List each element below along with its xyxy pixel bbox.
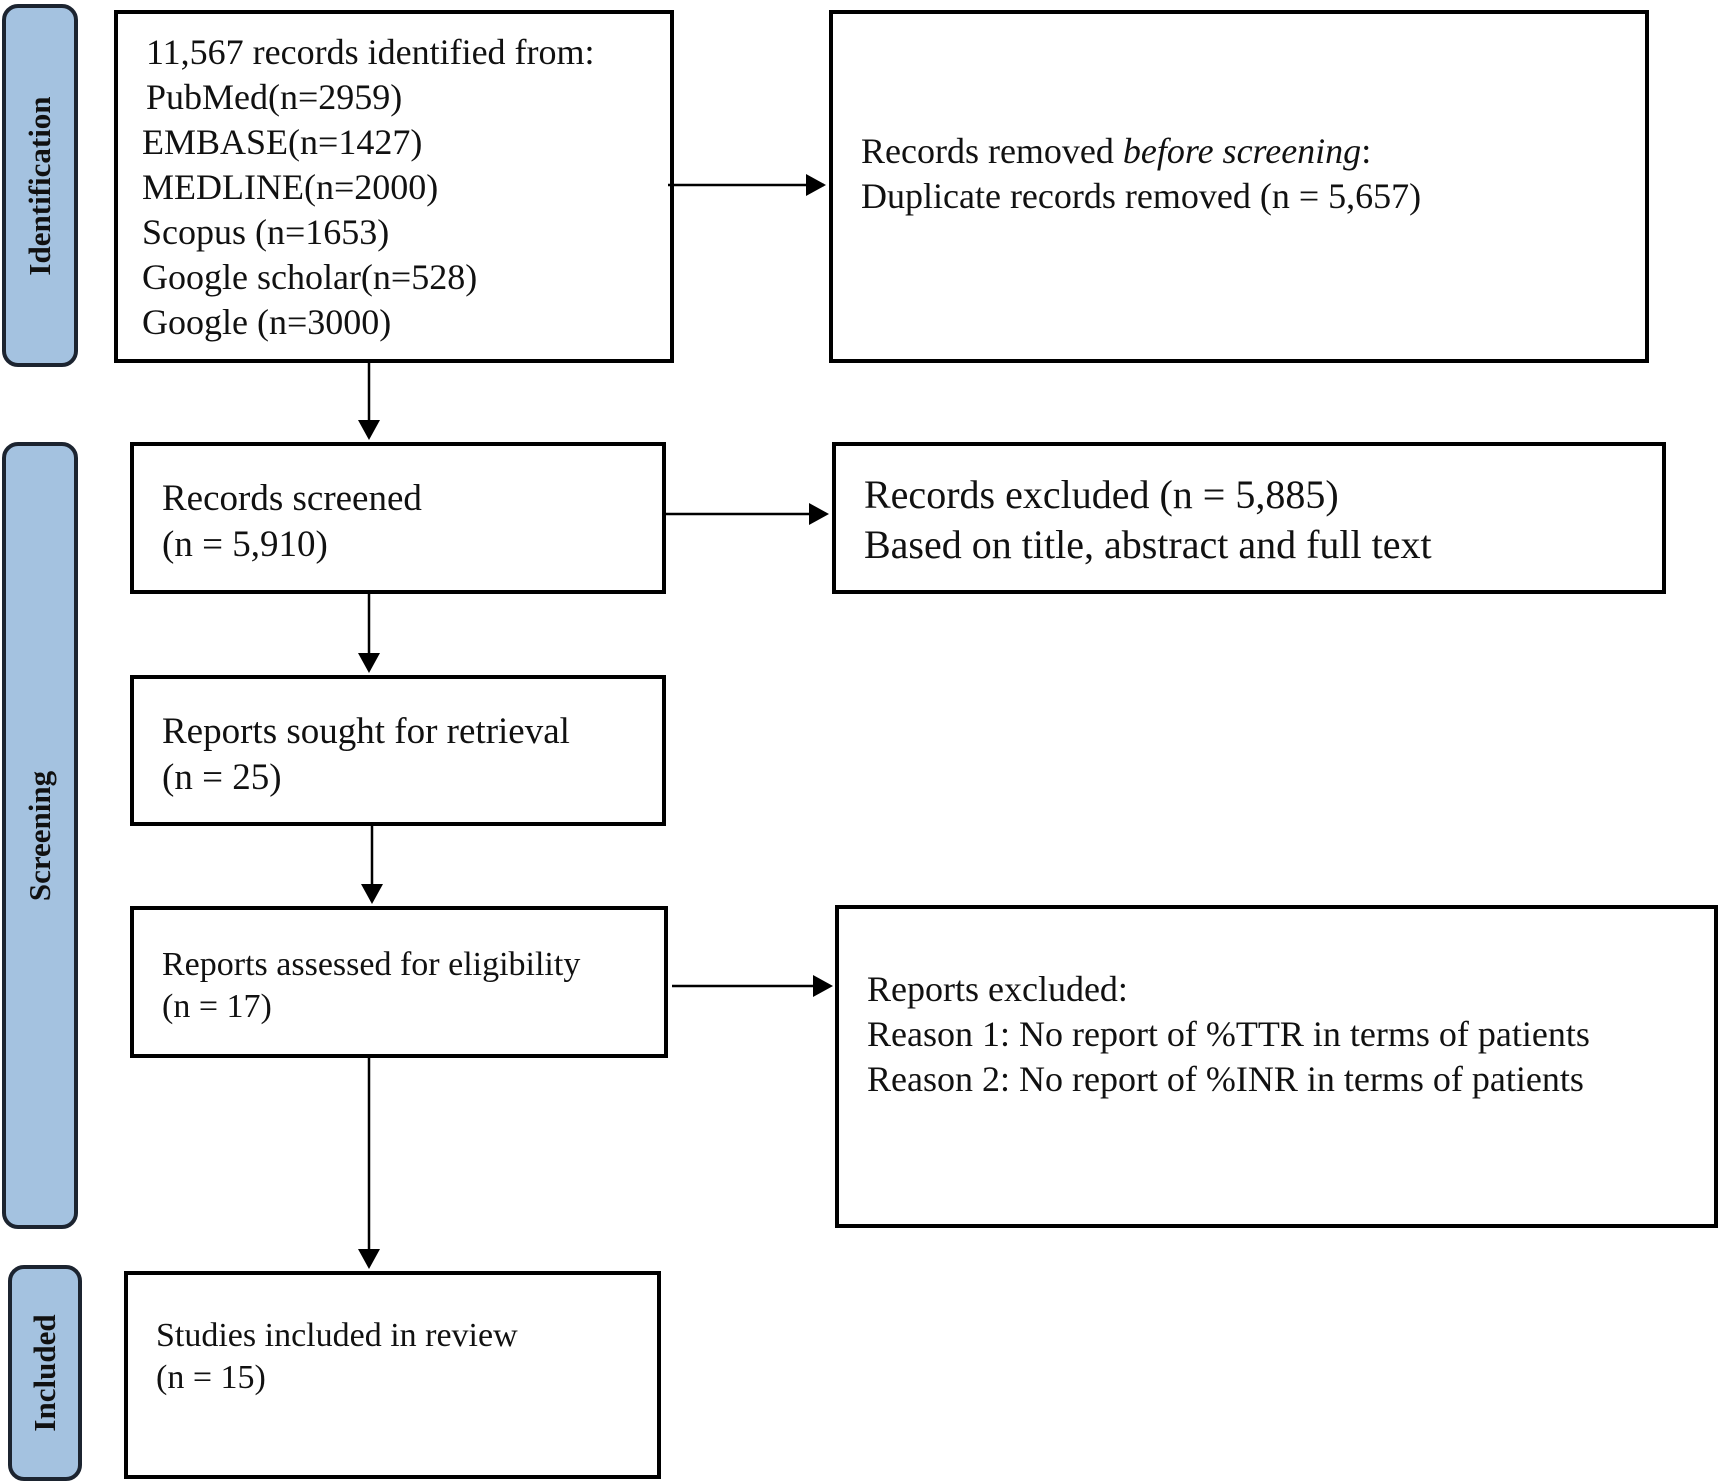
records-excluded-count: Records excluded (n = 5,885) — [864, 472, 1339, 517]
records-screened-label: Records screened — [162, 478, 422, 519]
arrowhead-excluded — [809, 503, 829, 525]
records-identified-total: 11,567 records identified from: — [146, 32, 595, 72]
records-excluded-box: Records excluded (n = 5,885) Based on ti… — [832, 442, 1666, 594]
reports-excluded-reason-1: Reason 1: No report of %TTR in terms of … — [867, 1014, 1590, 1054]
records-screened-box: Records screened (n = 5,910) — [130, 442, 666, 594]
reports-sought-label: Reports sought for retrieval — [162, 711, 570, 752]
source-google-scholar: Google scholar(n=528) — [142, 257, 478, 297]
source-pubmed: PubMed(n=2959) — [146, 77, 403, 117]
reports-excluded-reason-2: Reason 2: No report of %INR in terms of … — [867, 1059, 1584, 1099]
records-screened-count: (n = 5,910) — [162, 524, 328, 565]
arrowhead-included — [358, 1249, 380, 1269]
reports-sought-box: Reports sought for retrieval (n = 25) — [130, 675, 666, 826]
reports-excluded-box: Reports excluded: Reason 1: No report of… — [835, 905, 1718, 1228]
arrowhead-sought — [358, 653, 380, 673]
phase-screening: Screening — [2, 442, 78, 1229]
records-identified-box: 11,567 records identified from: PubMed(n… — [114, 10, 674, 363]
reports-assessed-label: Reports assessed for eligibility — [162, 946, 581, 983]
studies-included-label: Studies included in review — [156, 1317, 518, 1354]
arrowhead-removed — [806, 174, 826, 196]
source-embase: EMBASE(n=1427) — [142, 122, 423, 162]
records-excluded-basis: Based on title, abstract and full text — [864, 522, 1432, 567]
phase-included: Included — [8, 1265, 82, 1481]
reports-excluded-heading: Reports excluded: — [867, 969, 1128, 1009]
arrowhead-screened — [358, 420, 380, 440]
studies-included-count: (n = 15) — [156, 1359, 266, 1396]
reports-sought-count: (n = 25) — [162, 757, 282, 798]
records-removed-prefix: Records removed — [861, 131, 1123, 171]
source-scopus: Scopus (n=1653) — [142, 212, 390, 252]
records-removed-suffix: : — [1361, 131, 1372, 171]
reports-assessed-count: (n = 17) — [162, 988, 272, 1025]
duplicates-removed: Duplicate records removed (n = 5,657) — [861, 176, 1422, 216]
studies-included-box: Studies included in review (n = 15) — [124, 1271, 661, 1479]
phase-identification: Identification — [2, 4, 78, 367]
records-removed-italic: before screening — [1122, 131, 1362, 171]
reports-assessed-box: Reports assessed for eligibility (n = 17… — [130, 906, 668, 1058]
records-removed-box: Records removed before screening: Duplic… — [829, 10, 1649, 363]
source-medline: MEDLINE(n=2000) — [142, 167, 439, 207]
source-google: Google (n=3000) — [142, 302, 392, 342]
arrowhead-assessed — [361, 884, 383, 904]
arrowhead-reports-excluded — [813, 975, 833, 997]
records-removed-heading: Records removed before screening: — [861, 129, 1645, 174]
